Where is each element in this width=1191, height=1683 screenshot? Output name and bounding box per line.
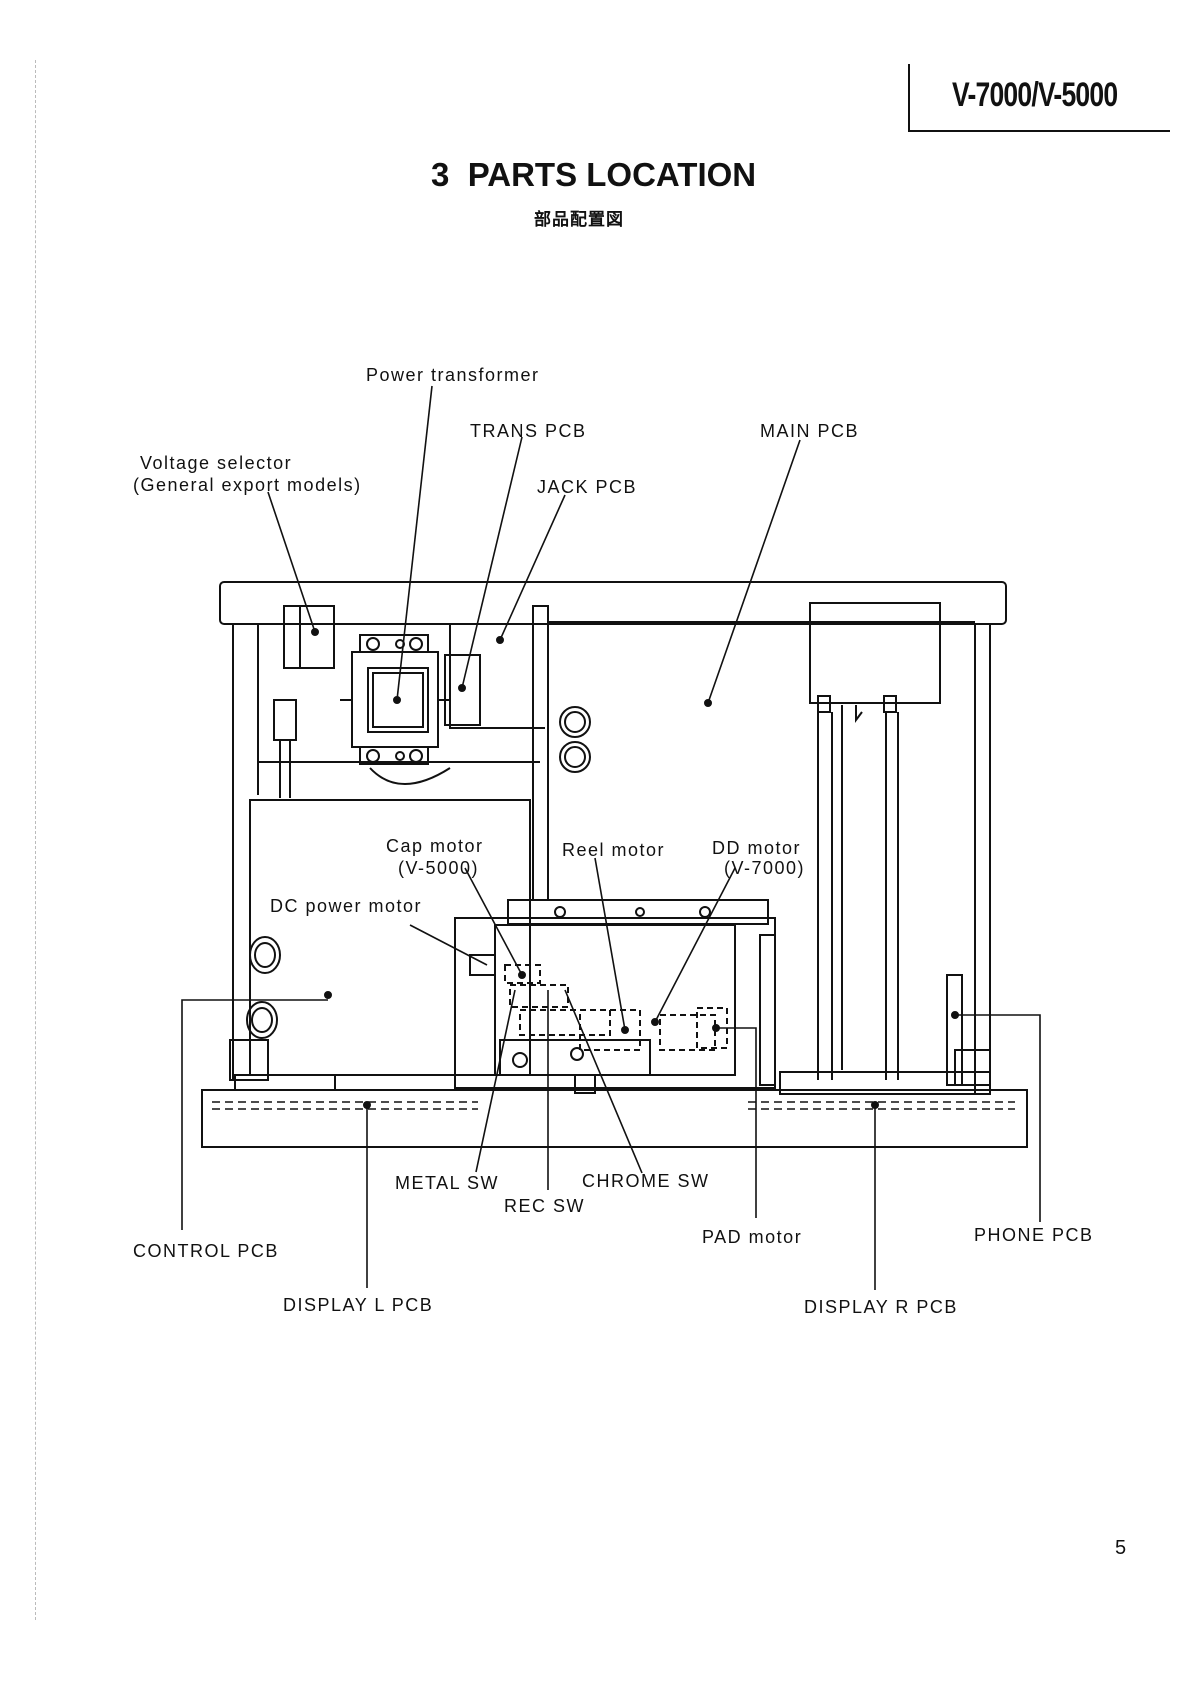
label-display-r-pcb: DISPLAY R PCB [804,1296,958,1318]
label-cap-motor: Cap motor [386,835,484,857]
label-metal-sw: METAL SW [395,1172,499,1194]
label-dd-motor: DD motor [712,837,801,859]
label-main-pcb: MAIN PCB [760,420,859,442]
label-control-pcb: CONTROL PCB [133,1240,279,1262]
label-phone-pcb: PHONE PCB [974,1224,1094,1246]
label-cap-motor-note: (V-5000) [398,857,479,879]
label-power-transformer: Power transformer [366,364,540,386]
label-display-l-pcb: DISPLAY L PCB [283,1294,433,1316]
tape-mechanism [455,918,775,1088]
label-chrome-sw: CHROME SW [582,1170,710,1192]
label-reel-motor: Reel motor [562,839,665,861]
label-voltage-selector: Voltage selector [140,452,292,474]
leader-lines [182,386,1040,1290]
label-trans-pcb: TRANS PCB [470,420,587,442]
label-voltage-selector-note: (General export models) [133,474,362,496]
main-pcb-divider [533,606,548,900]
trans-area-panel [258,606,545,762]
label-dc-power-motor: DC power motor [270,895,422,917]
jack-assembly [810,603,940,703]
label-pad-motor: PAD motor [702,1226,802,1248]
label-jack-pcb: JACK PCB [537,476,637,498]
label-rec-sw: REC SW [504,1195,585,1217]
front-panel [202,1090,1027,1147]
label-dd-motor-note: (V-7000) [724,857,805,879]
page-number: 5 [1115,1537,1126,1560]
